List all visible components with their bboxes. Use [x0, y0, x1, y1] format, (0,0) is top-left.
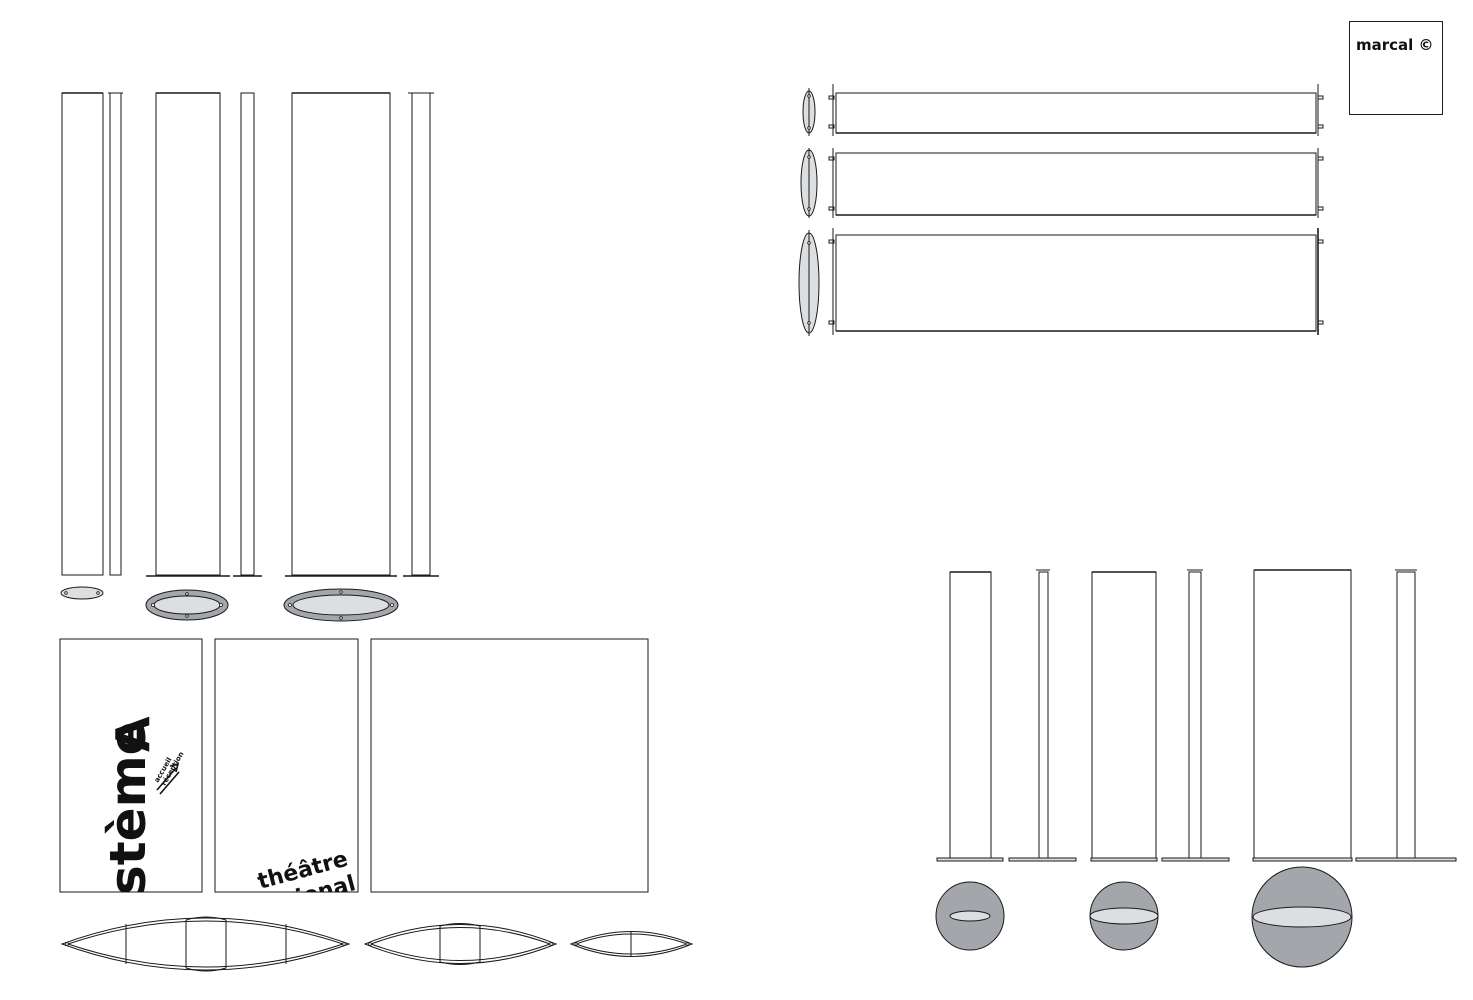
banner-small — [802, 84, 1324, 136]
profile-section-medium — [363, 923, 558, 965]
profile-sections-bottom-left — [60, 916, 694, 972]
profile-section-large — [60, 916, 351, 972]
panel-1-big-text: stème — [99, 721, 157, 895]
totems-with-round-base-bottom-right — [935, 569, 1457, 968]
panel-1-letter: A — [106, 716, 160, 752]
totem-elevations-top-left — [60, 92, 439, 622]
brand-logo-text: marcal © — [1356, 36, 1434, 54]
brand-logo-box: marcal © — [1349, 21, 1443, 115]
graphic-panels-bottom-left: stème A accueil réception théâtre tional — [59, 638, 649, 895]
round-base-totem-medium — [1089, 569, 1230, 951]
round-base-totem-small — [935, 569, 1077, 951]
totem-small — [60, 92, 123, 600]
profile-section-small — [569, 931, 694, 957]
arrow-icon — [156, 762, 180, 795]
horizontal-banners-top-right — [798, 84, 1324, 336]
panel-3-frame — [370, 638, 649, 893]
banner-medium — [800, 148, 1324, 218]
round-base-totem-large — [1251, 569, 1457, 968]
totem-large — [283, 92, 439, 622]
panel-1-frame — [59, 638, 203, 893]
banner-large — [798, 228, 1324, 336]
panel-2-frame — [214, 638, 359, 893]
totem-medium — [145, 92, 262, 621]
